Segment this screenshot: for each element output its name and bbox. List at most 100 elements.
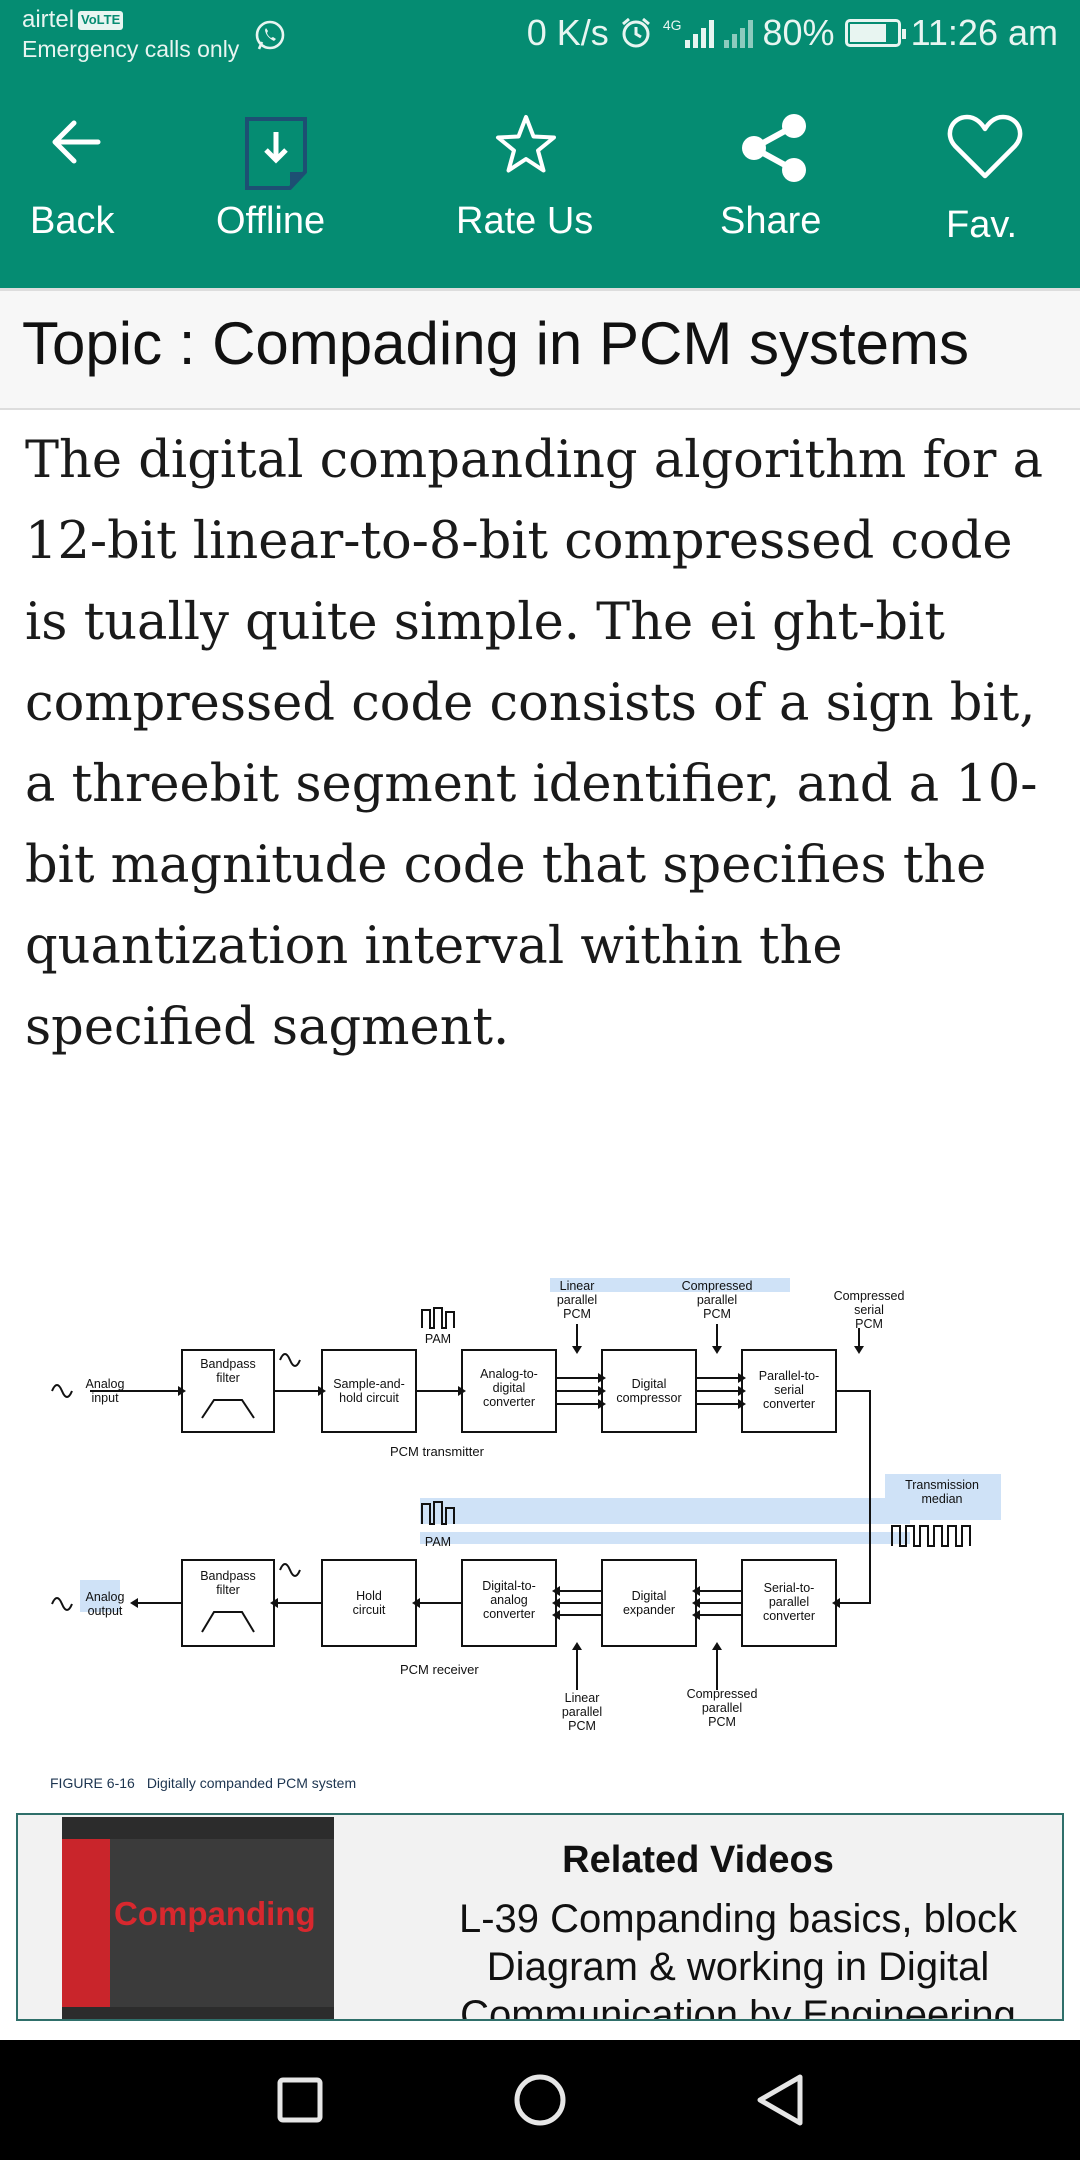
- offline-label: Offline: [216, 200, 326, 242]
- network-speed: 0 K/s: [526, 12, 609, 53]
- pam-top-label: PAM: [425, 1332, 451, 1346]
- battery-icon: [844, 19, 906, 47]
- highlight-band: [550, 1278, 790, 1292]
- tx-bandpass-l2: filter: [216, 1371, 240, 1385]
- tx-bandpass-l1: Bandpass: [200, 1357, 256, 1371]
- related-videos-heading: Related Videos: [562, 1839, 834, 1881]
- adc-l2: digital: [493, 1381, 526, 1395]
- hold-l2: circuit: [353, 1603, 386, 1617]
- analog-output-l2: output: [88, 1604, 123, 1618]
- rate-us-label: Rate Us: [456, 200, 594, 242]
- compressed-pcm-bottom-l1: Compressed: [687, 1687, 758, 1701]
- related-videos-card[interactable]: Companding Related Videos L-39 Compandin…: [16, 1813, 1064, 2021]
- linear-pcm-bottom-l1: Linear: [565, 1691, 600, 1705]
- topic-header: Topic : Compading in PCM systems: [0, 288, 1080, 410]
- thumbnail-text: Companding: [114, 1895, 316, 1932]
- figure-caption-text: Digitally companded PCM system: [147, 1775, 356, 1791]
- transmission-l2: median: [922, 1492, 963, 1506]
- favorite-button[interactable]: Fav.: [920, 72, 1050, 288]
- highlight-band: [420, 1498, 910, 1524]
- signal-x-icon: [723, 18, 753, 48]
- topic-title: Topic : Compading in PCM systems: [22, 310, 969, 377]
- share-icon: [742, 114, 806, 182]
- linear-pcm-top-l3: PCM: [563, 1307, 591, 1321]
- compressed-pcm-bottom-l3: PCM: [708, 1715, 736, 1729]
- back-triangle-icon[interactable]: [740, 2060, 820, 2140]
- back-label: Back: [30, 200, 115, 242]
- dac-l3: converter: [483, 1607, 535, 1621]
- compressed-serial-l1: Compressed: [834, 1289, 905, 1303]
- pcm-transmitter-label: PCM transmitter: [390, 1444, 485, 1459]
- carrier-label: airtel: [22, 6, 75, 33]
- linear-pcm-top-l2: parallel: [557, 1293, 597, 1307]
- back-button[interactable]: Back: [0, 72, 152, 288]
- thumb-stripe: [62, 1839, 110, 2007]
- offline-button[interactable]: Offline: [200, 72, 350, 288]
- network-type: 4G: [662, 17, 682, 33]
- share-button[interactable]: Share: [700, 72, 850, 288]
- sample-hold-l1: Sample-and-: [333, 1377, 405, 1391]
- linear-pcm-bottom-l2: parallel: [562, 1705, 602, 1719]
- rx-bandpass-l2: filter: [216, 1583, 240, 1597]
- recent-apps-icon[interactable]: [260, 2060, 340, 2140]
- download-icon: [245, 117, 307, 190]
- arrow-left-icon: [52, 120, 101, 164]
- s2p-l3: converter: [763, 1609, 815, 1623]
- compressed-pcm-top-l3: PCM: [703, 1307, 731, 1321]
- s2p-l1: Serial-to-: [764, 1581, 815, 1595]
- system-nav-bar: [0, 2040, 1080, 2160]
- rate-us-button[interactable]: Rate Us: [440, 72, 610, 288]
- linear-pcm-bottom-l3: PCM: [568, 1719, 596, 1733]
- compressed-pcm-top-l1: Compressed: [682, 1279, 753, 1293]
- share-label: Share: [720, 200, 822, 242]
- analog-output-l1: Analog: [86, 1590, 125, 1604]
- linear-pcm-top-l1: Linear: [560, 1279, 595, 1293]
- video-thumbnail[interactable]: Companding: [62, 1817, 334, 2019]
- status-right: 0 K/s 4G 80% 11:26 am: [527, 12, 1058, 54]
- star-icon: [496, 115, 556, 173]
- highlight-band: [80, 1580, 120, 1612]
- signal-icon: 4G: [663, 18, 714, 48]
- dac-l2: analog: [490, 1593, 528, 1607]
- app-toolbar: Back Offline Rate Us Share Fav.: [0, 72, 1080, 288]
- video-title[interactable]: L-39 Companding basics, block Diagram & …: [458, 1897, 1018, 2021]
- fav-label: Fav.: [946, 204, 1018, 246]
- s2p-l2: parallel: [769, 1595, 809, 1609]
- heart-icon: [947, 114, 1023, 179]
- analog-input-l2: input: [91, 1391, 119, 1405]
- p2s-l1: Parallel-to-: [759, 1369, 819, 1383]
- rx-bandpass-l1: Bandpass: [200, 1569, 256, 1583]
- clock: 11:26 am: [910, 12, 1058, 53]
- sample-hold-label: Sample-and-hold circuit: [333, 1377, 405, 1405]
- transmission-l1: Transmission: [905, 1478, 979, 1492]
- pcm-receiver-label: PCM receiver: [400, 1662, 479, 1677]
- compressed-serial-l3: PCM: [855, 1317, 883, 1331]
- compressed-serial-l2: serial: [854, 1303, 884, 1317]
- highlight-band: [420, 1532, 910, 1544]
- p2s-l2: serial: [774, 1383, 804, 1397]
- home-icon[interactable]: [500, 2060, 580, 2140]
- expander-l1: Digital: [632, 1589, 667, 1603]
- dac-l1: Digital-to-: [482, 1579, 536, 1593]
- sample-hold-l2: hold circuit: [339, 1391, 399, 1405]
- compressed-pcm-bottom-l2: parallel: [702, 1701, 742, 1715]
- hold-l1: Hold: [356, 1589, 382, 1603]
